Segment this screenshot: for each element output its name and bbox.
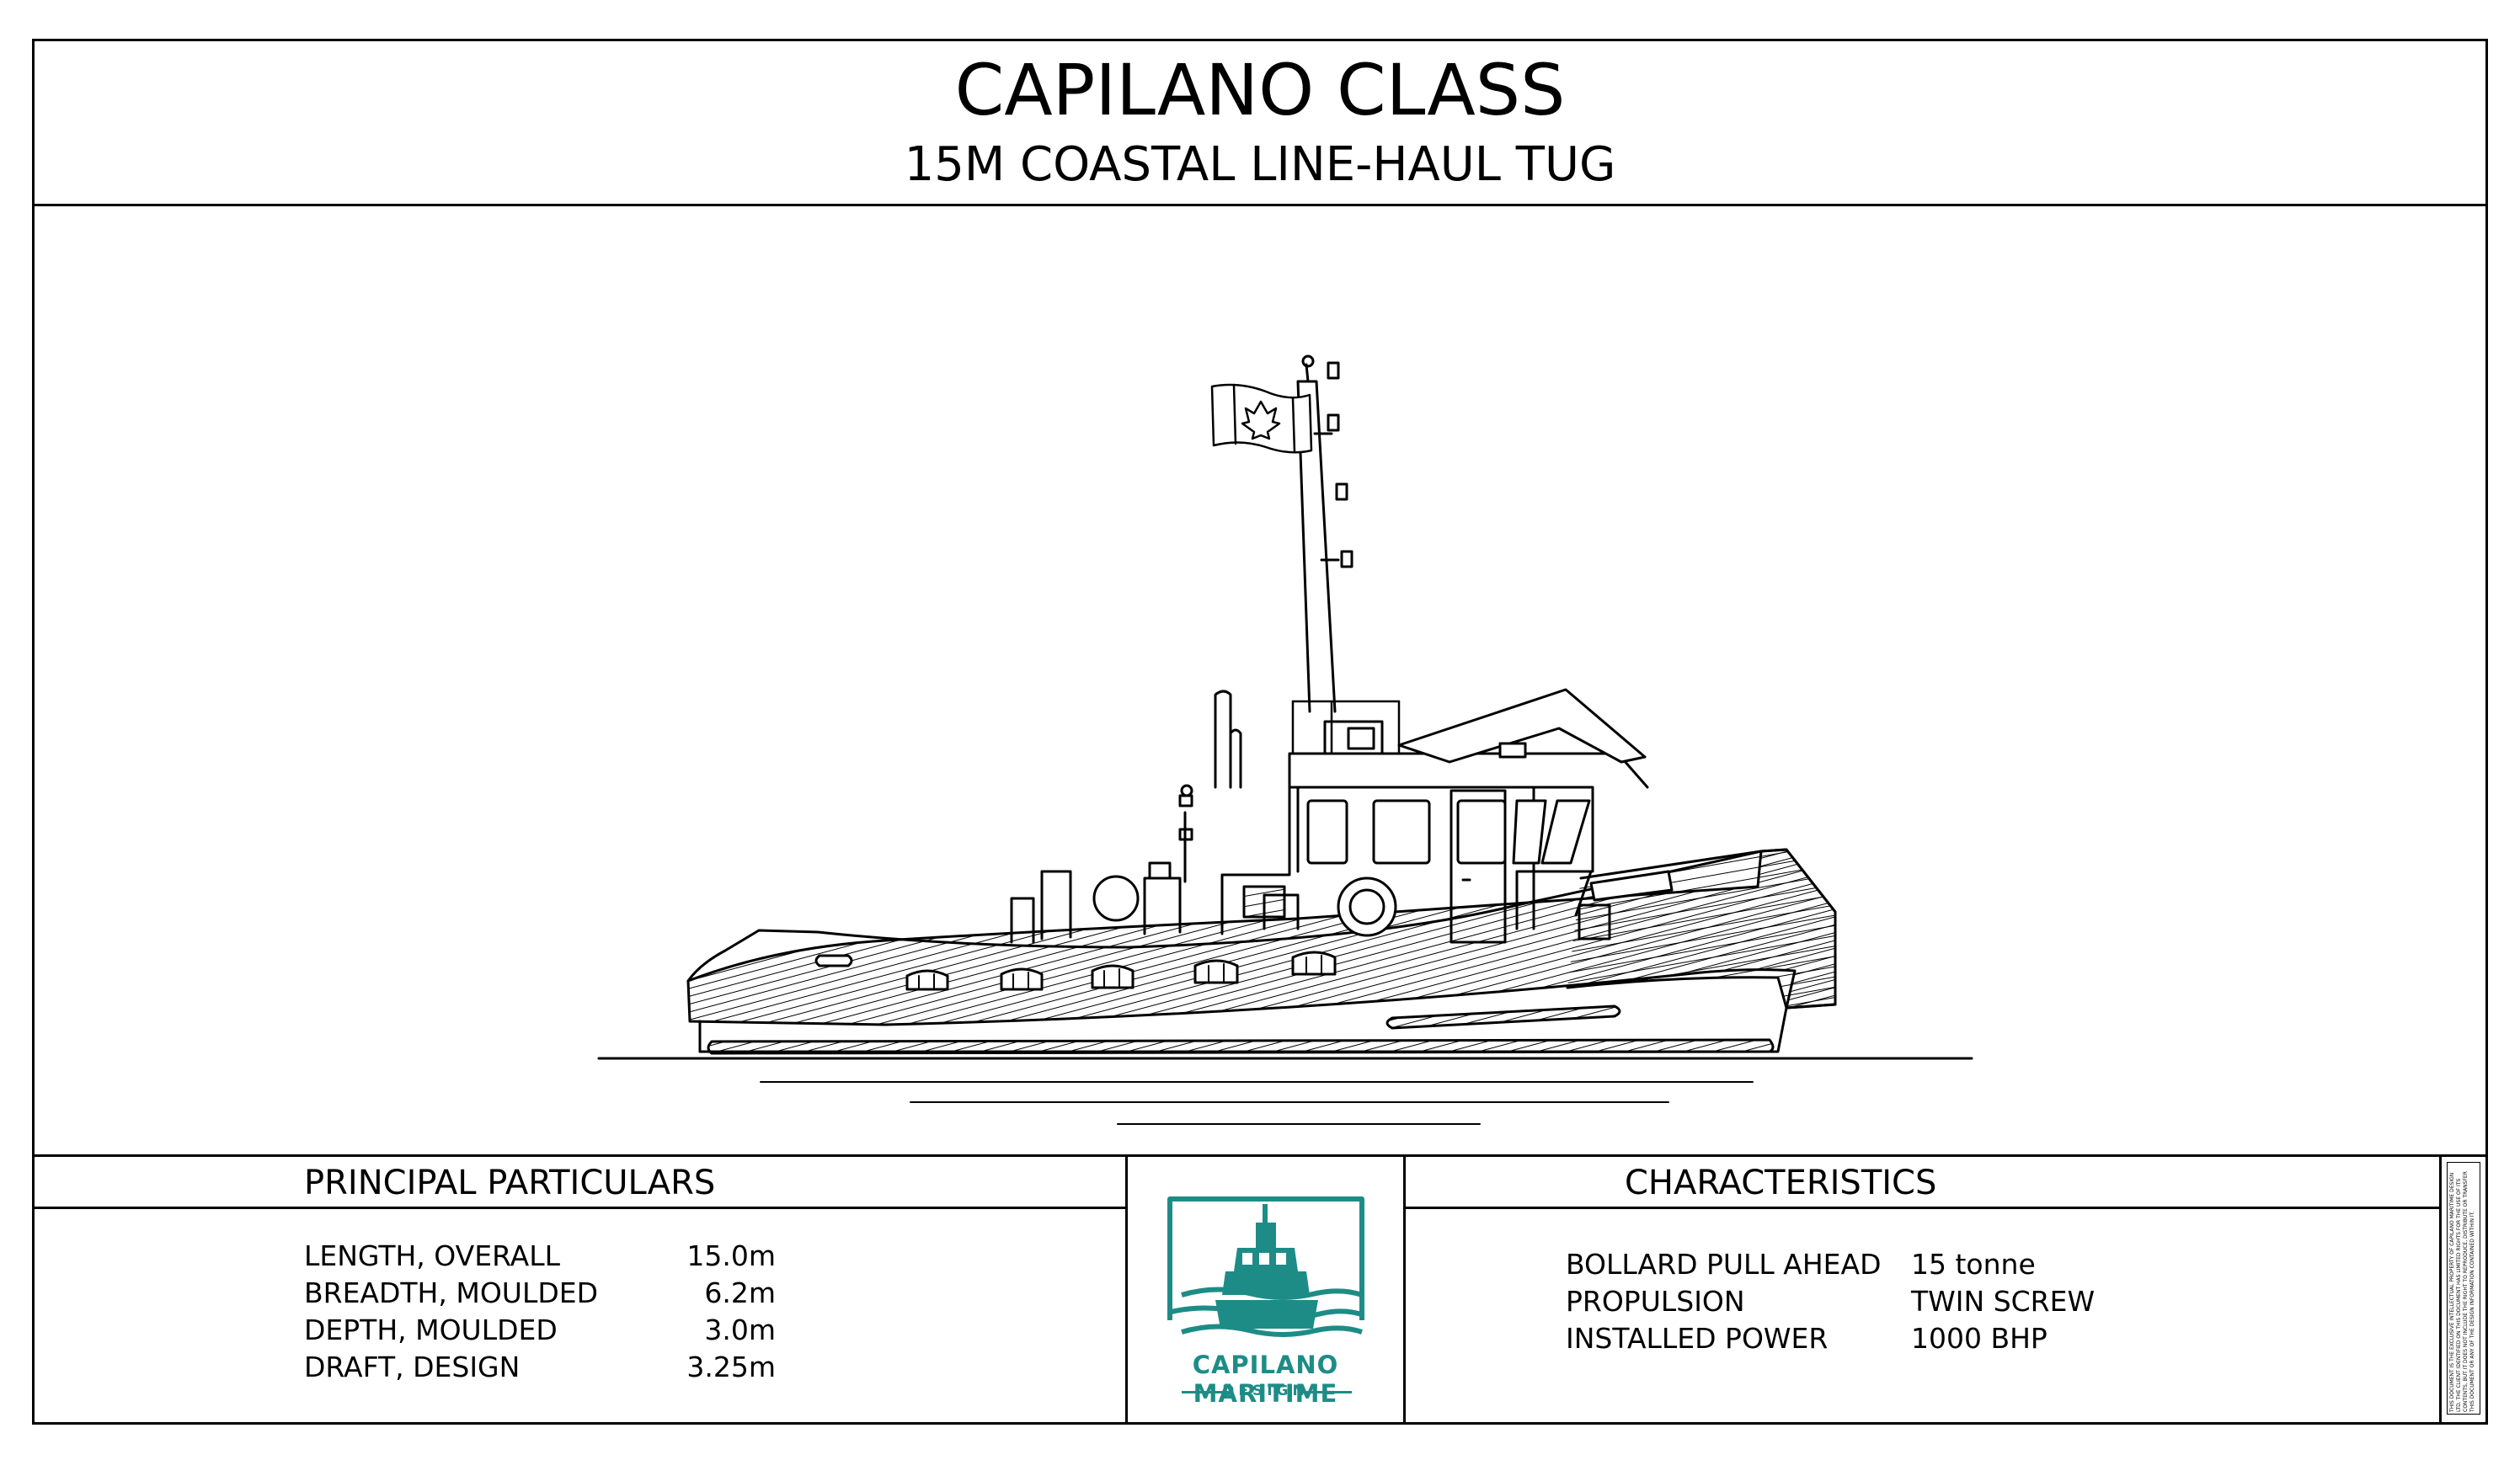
company-subname: DESIGN (1222, 1383, 1309, 1399)
characteristics-table: BOLLARD PULL AHEAD 15 tonne PROPULSION T… (1566, 1246, 2155, 1357)
characteristic-row: BOLLARD PULL AHEAD 15 tonne (1566, 1246, 2155, 1283)
mast (1296, 354, 1353, 713)
canadian-flag (1210, 383, 1313, 454)
copyright-notice: THIS DOCUMENT IS THE EXCLUSIVE INTELLECT… (2449, 1171, 2475, 1412)
particular-row: DEPTH, MOULDED 3.0m (304, 1312, 776, 1349)
characteristic-value: TWIN SCREW (1911, 1285, 2096, 1318)
wheelhouse-windows (1306, 799, 1591, 865)
aft-deck-gear (1010, 784, 1611, 944)
particular-label: DEPTH, MOULDED (304, 1313, 558, 1346)
logo-rule-right (1303, 1391, 1352, 1393)
tug-logo-icon (1167, 1196, 1365, 1337)
drawing-frame: CAPILANO CLASS 15M COASTAL LINE-HAUL TUG (32, 39, 2488, 1425)
title-block: CAPILANO CLASS 15M COASTAL LINE-HAUL TUG (35, 41, 2485, 206)
particular-label: DRAFT, DESIGN (304, 1351, 521, 1383)
logo-rule-left (1182, 1391, 1231, 1393)
deckhouse (1214, 688, 1649, 944)
tug-profile-svg (597, 354, 1973, 1125)
particular-value: 6.2m (704, 1276, 776, 1309)
particular-row: DRAFT, DESIGN 3.25m (304, 1349, 776, 1386)
principal-particulars-table: LENGTH, OVERALL 15.0m BREADTH, MOULDED 6… (304, 1238, 776, 1386)
particular-value: 15.0m (686, 1239, 776, 1272)
waterline (597, 1057, 1973, 1125)
principal-particulars-heading: PRINCIPAL PARTICULARS (35, 1157, 1125, 1209)
title-block-bottom: PRINCIPAL PARTICULARS LENGTH, OVERALL 15… (35, 1154, 2485, 1422)
company-logo-panel: CAPILANO MARITIME DESIGN (1128, 1157, 1406, 1422)
particular-row: BREADTH, MOULDED 6.2m (304, 1275, 776, 1312)
characteristic-row: INSTALLED POWER 1000 BHP (1566, 1320, 2155, 1357)
particular-label: LENGTH, OVERALL (304, 1239, 561, 1272)
characteristic-value: 1000 BHP (1911, 1322, 2048, 1355)
drawing-title: CAPILANO CLASS (954, 49, 1566, 131)
characteristic-value: 15 tonne (1911, 1248, 2036, 1281)
particular-label: BREADTH, MOULDED (304, 1276, 599, 1309)
copyright-box: THIS DOCUMENT IS THE EXCLUSIVE INTELLECT… (2447, 1162, 2480, 1415)
characteristic-label: BOLLARD PULL AHEAD (1566, 1248, 1882, 1281)
particular-value: 3.25m (686, 1351, 776, 1383)
characteristic-row: PROPULSION TWIN SCREW (1566, 1283, 2155, 1320)
company-name: CAPILANO MARITIME (1192, 1351, 1339, 1408)
characteristics-panel: CHARACTERISTICS BOLLARD PULL AHEAD 15 to… (1406, 1157, 2442, 1422)
drawing-subtitle: 15M COASTAL LINE-HAUL TUG (904, 137, 1616, 192)
particular-value: 3.0m (704, 1313, 776, 1346)
tug-profile-drawing (35, 206, 2485, 1154)
characteristic-label: INSTALLED POWER (1566, 1322, 1829, 1355)
characteristics-heading: CHARACTERISTICS (1406, 1157, 2439, 1209)
copyright-notice-panel: THIS DOCUMENT IS THE EXCLUSIVE INTELLECT… (2442, 1157, 2488, 1422)
hull (686, 848, 1837, 1055)
characteristic-label: PROPULSION (1566, 1285, 1745, 1318)
principal-particulars-panel: PRINCIPAL PARTICULARS LENGTH, OVERALL 15… (35, 1157, 1128, 1422)
particular-row: LENGTH, OVERALL 15.0m (304, 1238, 776, 1275)
